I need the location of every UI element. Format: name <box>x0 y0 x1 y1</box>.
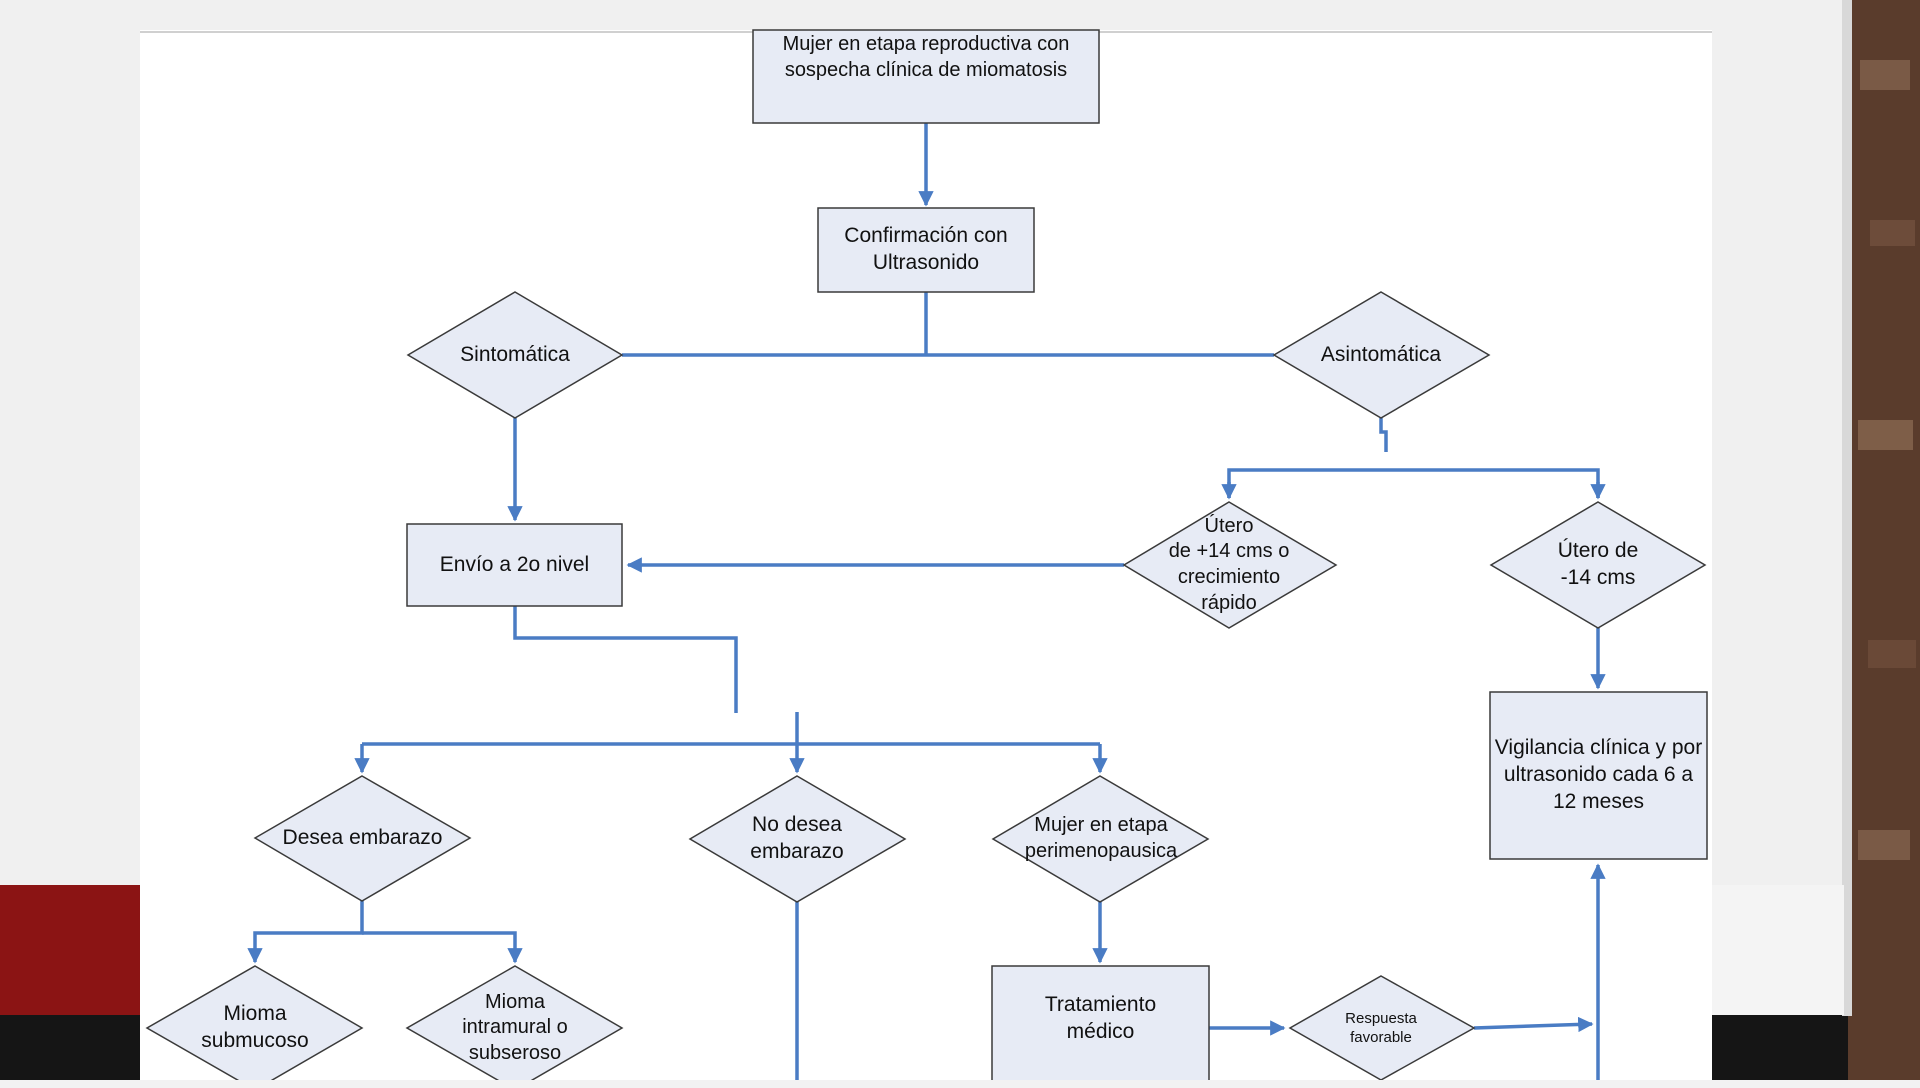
brick <box>1870 220 1915 246</box>
brick-wall-strip <box>1848 0 1920 1080</box>
slide-frame-edge <box>1842 0 1852 1016</box>
node-intramural <box>405 965 624 1080</box>
label-respuesta: Respuesta favorable <box>1345 1009 1417 1046</box>
label-envio: Envío a 2o nivel <box>439 552 590 576</box>
node-vigilancia <box>1489 691 1708 860</box>
label-intramural: Mioma intramural o subseroso <box>462 990 568 1064</box>
node-no-desea <box>688 775 907 903</box>
brick <box>1858 830 1910 860</box>
label-utero-mas14: Útero de +14 cms o crecimiento rápido <box>1168 514 1290 614</box>
node-respuesta <box>1288 975 1476 1080</box>
label-asintomatica: Asintomática <box>1320 342 1442 366</box>
connector-respuesta-to-right <box>1473 1016 1594 1033</box>
label-start: Mujer en etapa reproductiva con sospecha… <box>782 33 1070 81</box>
label-perimenopausica: Mujer en etapa perimenopausica <box>1024 814 1178 862</box>
label-desea-embarazo: Desea embarazo <box>282 825 443 849</box>
brick <box>1858 420 1913 450</box>
connector-utero-split <box>1227 468 1600 498</box>
label-no-desea: No desea embarazo <box>750 813 844 863</box>
node-submucoso <box>145 965 364 1080</box>
node-confirm <box>817 207 1035 293</box>
node-tratamiento <box>991 965 1210 1080</box>
connector-asintomatica-down <box>1379 418 1388 452</box>
node-sintomatica <box>406 291 624 419</box>
node-utero-mas14 <box>1122 501 1338 629</box>
node-desea-embarazo <box>253 775 472 902</box>
label-utero-menos14: Útero de -14 cms <box>1557 539 1639 589</box>
node-asintomatica <box>1272 291 1491 419</box>
connector-envio-down <box>513 606 738 713</box>
brick <box>1868 640 1916 668</box>
label-sintomatica: Sintomática <box>460 342 570 366</box>
label-submucoso: Mioma submucoso <box>201 1002 309 1052</box>
connector-to-submucoso <box>247 901 364 964</box>
node-start <box>752 29 1100 124</box>
label-vigilancia: Vigilancia clínica y por ultrasonido cad… <box>1494 736 1703 813</box>
node-perimenopausica <box>991 775 1210 903</box>
label-tratamiento: Tratamiento médico <box>1044 993 1157 1043</box>
brick <box>1860 60 1910 90</box>
label-confirm: Confirmación con Ultrasonido <box>844 224 1008 274</box>
node-envio <box>406 523 623 607</box>
node-utero-menos14 <box>1489 501 1707 629</box>
connector-to-intramural <box>362 931 523 964</box>
